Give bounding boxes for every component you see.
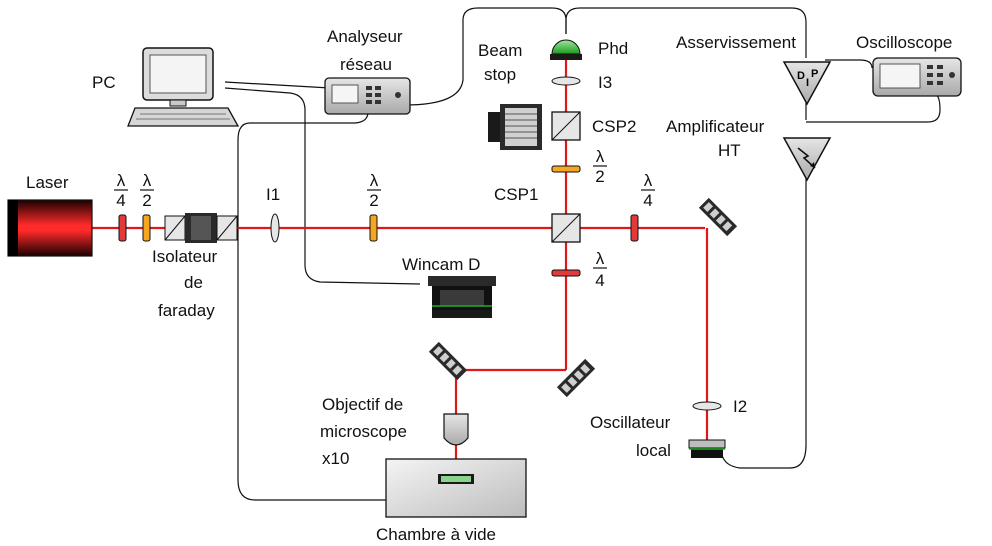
- half-plate-main: [369, 214, 378, 242]
- wincam-label: Wincam D: [402, 255, 480, 274]
- mirror-top-right: [698, 197, 738, 237]
- lens-i3: [551, 76, 581, 86]
- analyseur-label-line1: Analyseur: [327, 27, 403, 46]
- csp2-label: CSP2: [592, 117, 636, 136]
- quarter-label-below: λ 4: [593, 249, 607, 290]
- oscillateur-local: [688, 439, 726, 458]
- cable-pc-wincam: [224, 87, 421, 285]
- svg-text:λ: λ: [143, 171, 152, 190]
- asservissement-label: Asservissement: [676, 33, 796, 52]
- oscilloscope-device: [872, 57, 962, 97]
- vacuum-chamber: [385, 458, 527, 518]
- oscilloscope-label: Oscilloscope: [856, 33, 952, 52]
- microscope-objective: [443, 413, 469, 446]
- svg-text:λ: λ: [644, 171, 653, 190]
- csp2-cube: [551, 111, 581, 141]
- svg-text:2: 2: [142, 191, 151, 210]
- svg-text:4: 4: [116, 191, 125, 210]
- amplificateur-label-line1: Amplificateur: [666, 117, 765, 136]
- phd-label: Phd: [598, 39, 628, 58]
- amplificateur-label-line2: HT: [718, 141, 741, 160]
- svg-text:4: 4: [595, 271, 604, 290]
- lens-i1: [270, 213, 280, 243]
- oscillateur-label-line1: Oscillateur: [590, 413, 671, 432]
- svg-text:λ: λ: [370, 171, 379, 190]
- svg-text:2: 2: [369, 191, 378, 210]
- analyseur-device: [324, 77, 411, 115]
- asservissement-triangle: D I P: [782, 61, 832, 106]
- isolateur-label-line2: de: [184, 273, 203, 292]
- cable-pc-analyseur: [224, 81, 331, 89]
- cable-analyseur-phd: [404, 7, 567, 106]
- objectif-label-line3: x10: [322, 449, 349, 468]
- isolateur-label-line3: faraday: [158, 301, 215, 320]
- objectif-label-line2: microscope: [320, 422, 407, 441]
- csp1-cube: [551, 213, 581, 243]
- cable-analyseur-chamber: [237, 111, 440, 501]
- svg-text:P: P: [811, 68, 818, 80]
- isolateur-label-line1: Isolateur: [152, 247, 218, 266]
- quarter-label-laser: λ 4: [114, 171, 128, 210]
- wincam-camera: [428, 276, 496, 318]
- analyseur-label-line2: réseau: [340, 55, 392, 74]
- beam-stop: [488, 104, 542, 150]
- quarter-plate-below: [551, 269, 581, 277]
- beam-stop-label-line1: Beam: [478, 41, 522, 60]
- half-label-vertical: λ 2: [593, 147, 607, 186]
- svg-text:λ: λ: [117, 171, 126, 190]
- quarter-label-right: λ 4: [641, 171, 655, 210]
- svg-text:λ: λ: [596, 147, 605, 166]
- csp1-label: CSP1: [494, 185, 538, 204]
- cable-phd-asserv: [565, 7, 807, 58]
- lens-i2: [692, 401, 722, 411]
- beam-stop-label-line2: stop: [484, 65, 516, 84]
- mirror-bottom-right: [556, 358, 596, 398]
- quarter-plate-right: [630, 214, 639, 242]
- half-label-laser: λ 2: [140, 171, 154, 210]
- faraday-isolator: [164, 213, 238, 243]
- cable-amp-oscillateur: [721, 178, 807, 469]
- svg-text:λ: λ: [596, 249, 605, 268]
- laser-label: Laser: [26, 173, 69, 192]
- i1-label: I1: [266, 185, 280, 204]
- mirror-bottom-left: [428, 341, 468, 381]
- half-label-main: λ 2: [367, 171, 381, 210]
- pc-computer: [127, 47, 240, 127]
- cable-osc-amp: [806, 94, 941, 123]
- svg-text:2: 2: [595, 167, 604, 186]
- amplificateur-triangle: [782, 137, 832, 182]
- half-plate-laser: [142, 214, 151, 242]
- cable-asserv-osc: [825, 59, 873, 69]
- pc-label: PC: [92, 73, 116, 92]
- laser-source: [7, 199, 93, 257]
- half-plate-vertical: [551, 165, 581, 173]
- objectif-label-line1: Objectif de: [322, 395, 403, 414]
- quarter-plate-laser: [118, 214, 127, 242]
- photodiode: [550, 39, 582, 60]
- svg-text:4: 4: [643, 191, 652, 210]
- chambre-label: Chambre à vide: [376, 525, 496, 544]
- svg-text:D: D: [797, 70, 805, 82]
- svg-text:I: I: [806, 77, 809, 89]
- oscillateur-label-line2: local: [636, 441, 671, 460]
- i2-label: I2: [733, 397, 747, 416]
- i3-label: I3: [598, 73, 612, 92]
